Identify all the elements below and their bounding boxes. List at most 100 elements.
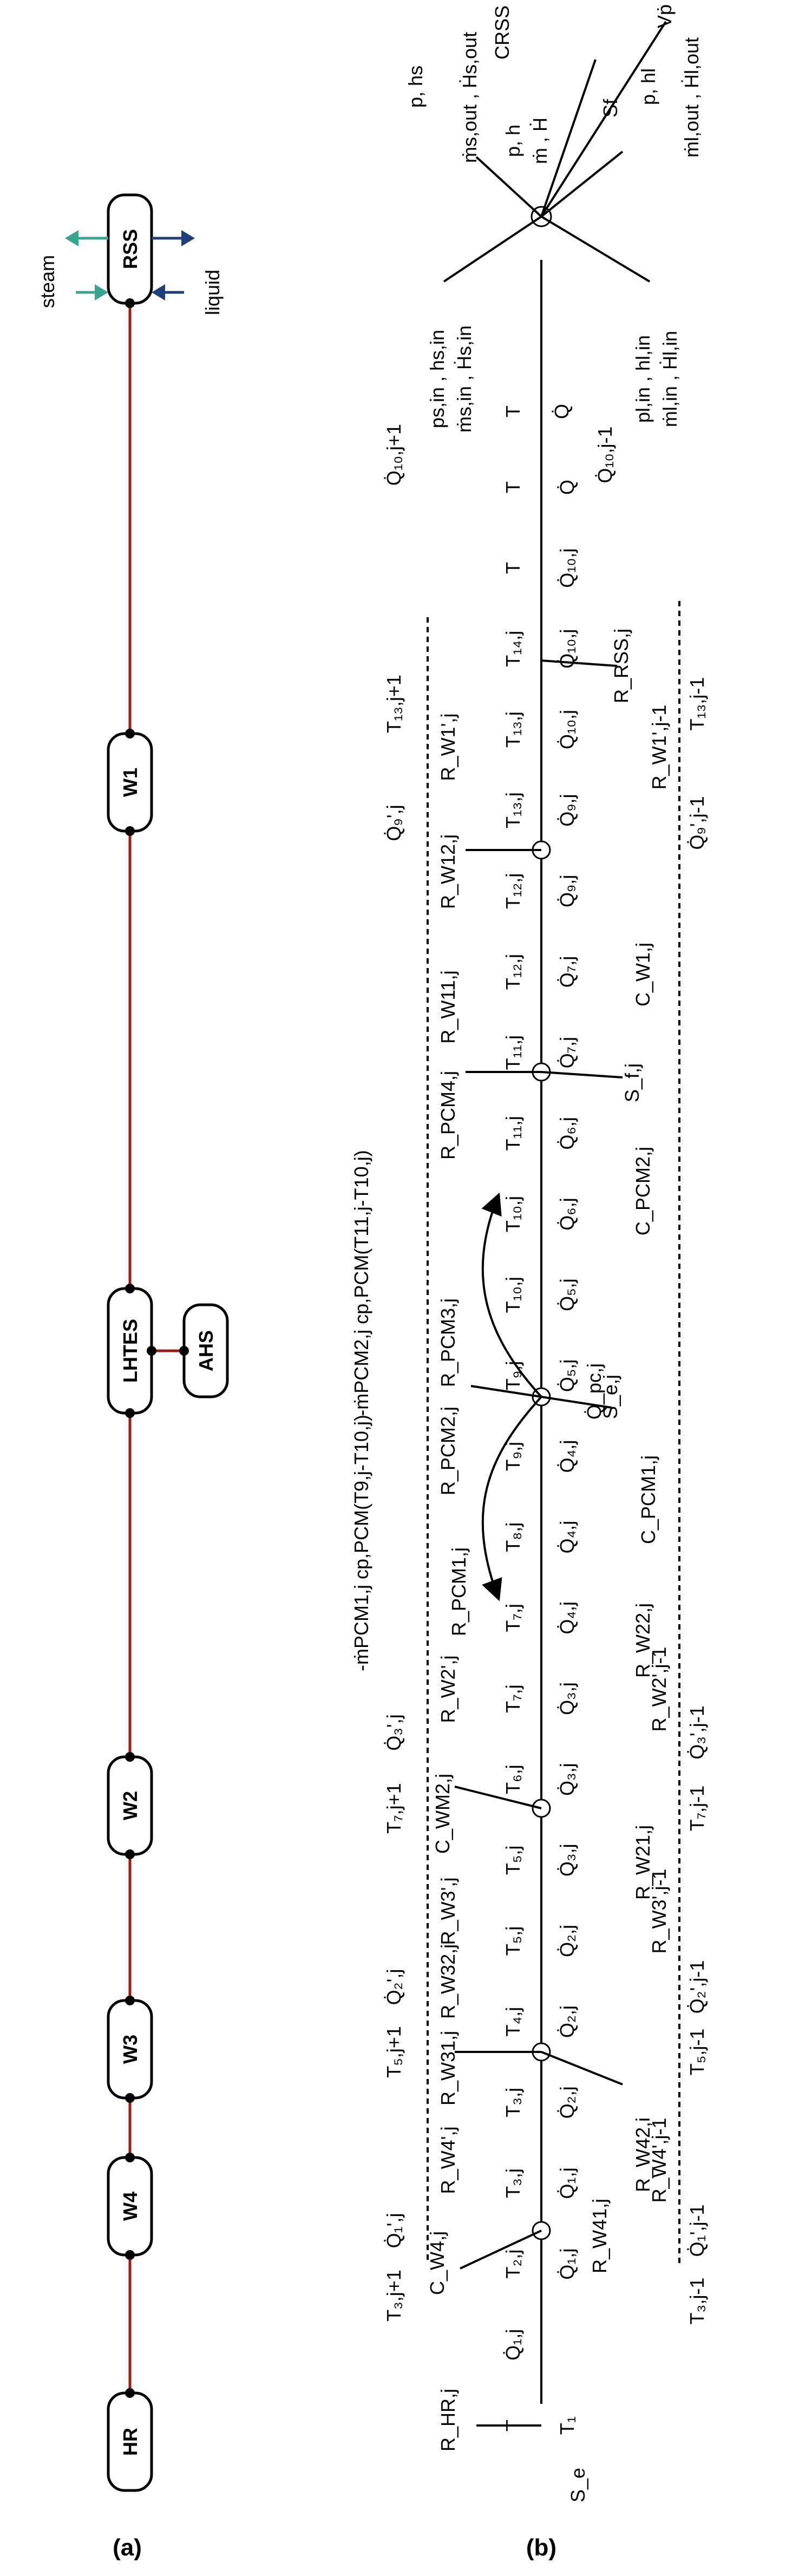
- branches: [443, 21, 667, 2427]
- bond-label: Q̇₁,j: [502, 2329, 524, 2361]
- r-w2p-label: R_W2',j: [437, 1656, 459, 1723]
- rss-label: RSS: [119, 229, 141, 269]
- r-hr-label: R_HR,j: [437, 2389, 459, 2451]
- liquid-arrows: [152, 230, 195, 300]
- t13jp1-label: T₁₃,j+1: [383, 675, 405, 733]
- t5jm1-label: T₅,j-1: [686, 2029, 708, 2076]
- bond-label: T₇,j: [502, 1684, 524, 1712]
- bond-label: T₅,j: [502, 1926, 524, 1956]
- bond-label: T₃,j: [502, 2088, 524, 2117]
- bond-label: Q̇₄,j: [556, 1601, 578, 1634]
- r-w21-label: R_W21,j: [632, 1825, 654, 1900]
- bond-label: Ṫ: [502, 2420, 524, 2431]
- c-pcm1-label: C_PCM1,j: [637, 1455, 659, 1544]
- q3pjm1-label: Q̇₃',j-1: [686, 1705, 708, 1760]
- bond-label: T₁₂,j: [502, 873, 524, 909]
- t7jm1-label: T₇,j-1: [686, 1786, 708, 1831]
- q10jm1-label: Q̇₁₀,j-1: [594, 426, 616, 483]
- q1pjm1-label: Q̇₁',j-1: [686, 2204, 708, 2257]
- c-pcm2-label: C_PCM2,j: [632, 1147, 654, 1235]
- rss-center-1: p, h: [502, 125, 524, 157]
- r-w31-label: R_W31,j: [437, 2031, 459, 2106]
- side-labels-top: Q̇₁',j T₃,j+1 Q̇₂',j T₅,j+1 Q̇₃',j T₇,j+…: [383, 424, 405, 2322]
- rw1pjm1-label: R_W1',j-1: [648, 705, 670, 790]
- bond-label: Q̇₄,j: [556, 1440, 578, 1473]
- q-pc-label: Q̇_pc,j: [583, 1363, 605, 1420]
- r-w11-label: R_W11,j: [437, 970, 459, 1043]
- bond-label: T₄,j: [502, 2007, 524, 2037]
- c-w4-label: C_W4,j: [426, 2231, 448, 2295]
- bond-label: Q̇₃,j: [556, 1682, 578, 1715]
- bond-label: T₇,j: [502, 1604, 524, 1632]
- bond-label: Q̇₂,j: [556, 1925, 578, 1957]
- bond-label: T₁₃,j: [502, 792, 524, 828]
- t3jp1-label: T₃,j+1: [383, 2270, 405, 2322]
- t7jp1-label: T₇,j+1: [383, 1783, 405, 1833]
- rss-c-label: CRSS: [491, 5, 513, 60]
- bond-label: Q̇₉,j: [556, 794, 578, 827]
- bond-label: T: [502, 481, 524, 493]
- block-rss: RSS: [107, 193, 153, 305]
- r-w41-label: R_W41,j: [588, 2199, 611, 2273]
- bond-label: Q̇₆,j: [556, 1117, 578, 1150]
- rss-sf-label: Sf: [599, 99, 621, 117]
- bond-label: Q̇₁₀,j: [556, 548, 578, 588]
- block-lhtes: LHTES: [107, 1287, 153, 1415]
- r-w3p-label: R_W3',j: [437, 1878, 459, 1945]
- s-ej-label: S_e,j: [599, 1375, 621, 1419]
- lhtes-label: LHTES: [119, 1319, 141, 1383]
- rw4pjm1-label: R_W4',j-1: [648, 2118, 670, 2203]
- steam-label: steam: [36, 255, 58, 308]
- r-w22-label: R_W22,j: [632, 1603, 654, 1678]
- q2pjm1-label: Q̇₂',j-1: [686, 1960, 708, 2014]
- bond-label: Q̇₇,j: [556, 956, 578, 988]
- bond-label: Q̇₂,j: [556, 2086, 578, 2119]
- rss-q-label: Q̇: [551, 404, 573, 419]
- hr-label: HR: [119, 2428, 141, 2456]
- w4-label: W4: [119, 2192, 141, 2221]
- bond-label: T₂,j: [502, 2250, 524, 2279]
- bond-label: Q̇₁,j: [556, 2167, 578, 2199]
- bond-label: T₁: [556, 2416, 578, 2435]
- rss-in-liquid-1: pl,in , hl,in: [632, 335, 654, 423]
- bond-label: T₁₂,j: [502, 954, 524, 990]
- bond-label: T₆,j: [502, 1764, 524, 1794]
- pcm-expr-top: -ṁPCM2,j cp,PCM(T11,j-T10,j): [350, 1150, 372, 1416]
- block-w2: W2: [107, 1755, 153, 1856]
- bond-label: Q̇₆,j: [556, 1198, 578, 1231]
- r-w1p-label: R_W1',j: [437, 714, 459, 781]
- r-rss-label: R_RSS,j: [610, 629, 632, 703]
- bond-label: T₁₀,j: [502, 1277, 524, 1313]
- rss-in-liquid-2: ṁl,in , Ḣl,in: [659, 331, 681, 427]
- block-ahs: AHS: [182, 1303, 229, 1398]
- r-pcm3-label: R_PCM3,j: [437, 1298, 459, 1387]
- bond-label: Q̇₅,j: [556, 1359, 578, 1392]
- r-w32-label: R_W32,j: [437, 1944, 459, 2019]
- bond-label: Q̇₅,j: [556, 1278, 578, 1311]
- r-pcm4-label: R_PCM4,j: [437, 1071, 459, 1160]
- bottom-element-labels: S_e R_W42,i R_W21,j R_W22,j C_PCM1,j S_e…: [567, 629, 659, 2502]
- panel-b-label: (b): [526, 2534, 556, 2561]
- c-w1-label: C_W1,j: [632, 943, 654, 1006]
- liquid-label: liquid: [201, 270, 224, 315]
- s-e-label: S_e: [567, 2468, 589, 2502]
- rw2pjm1-label: R_W2',j-1: [648, 1647, 670, 1732]
- q2p-label: Q̇₂',j: [383, 1969, 405, 2005]
- bond-label: Q̇₃,j: [556, 1843, 578, 1877]
- ahs-label: AHS: [195, 1330, 217, 1371]
- c-wm2-label: C_WM2,j: [431, 1774, 454, 1854]
- t3jm1-label: T₃,j-1: [686, 2278, 708, 2325]
- bond-label: T₃,j: [502, 2168, 524, 2198]
- bond-label: T₅,j: [502, 1846, 524, 1875]
- link-dots: [125, 298, 189, 2398]
- s-fj-label: S_f,j: [621, 1063, 643, 1102]
- pcm-arrow-bottom: [481, 1396, 542, 1601]
- bond-label: Q̇₃,j: [556, 1763, 578, 1796]
- pcm-expr-bottom: -ṁPCM1,j cp,PCM(T9,j-T10,j): [350, 1415, 372, 1671]
- rw3pjm1-label: R_W3',j-1: [648, 1869, 670, 1954]
- r-w42-label: R_W42,i: [632, 2117, 654, 2192]
- bond-label: T₁₄,j: [502, 631, 524, 667]
- t13jm1-label: T₁₃,j-1: [686, 677, 708, 731]
